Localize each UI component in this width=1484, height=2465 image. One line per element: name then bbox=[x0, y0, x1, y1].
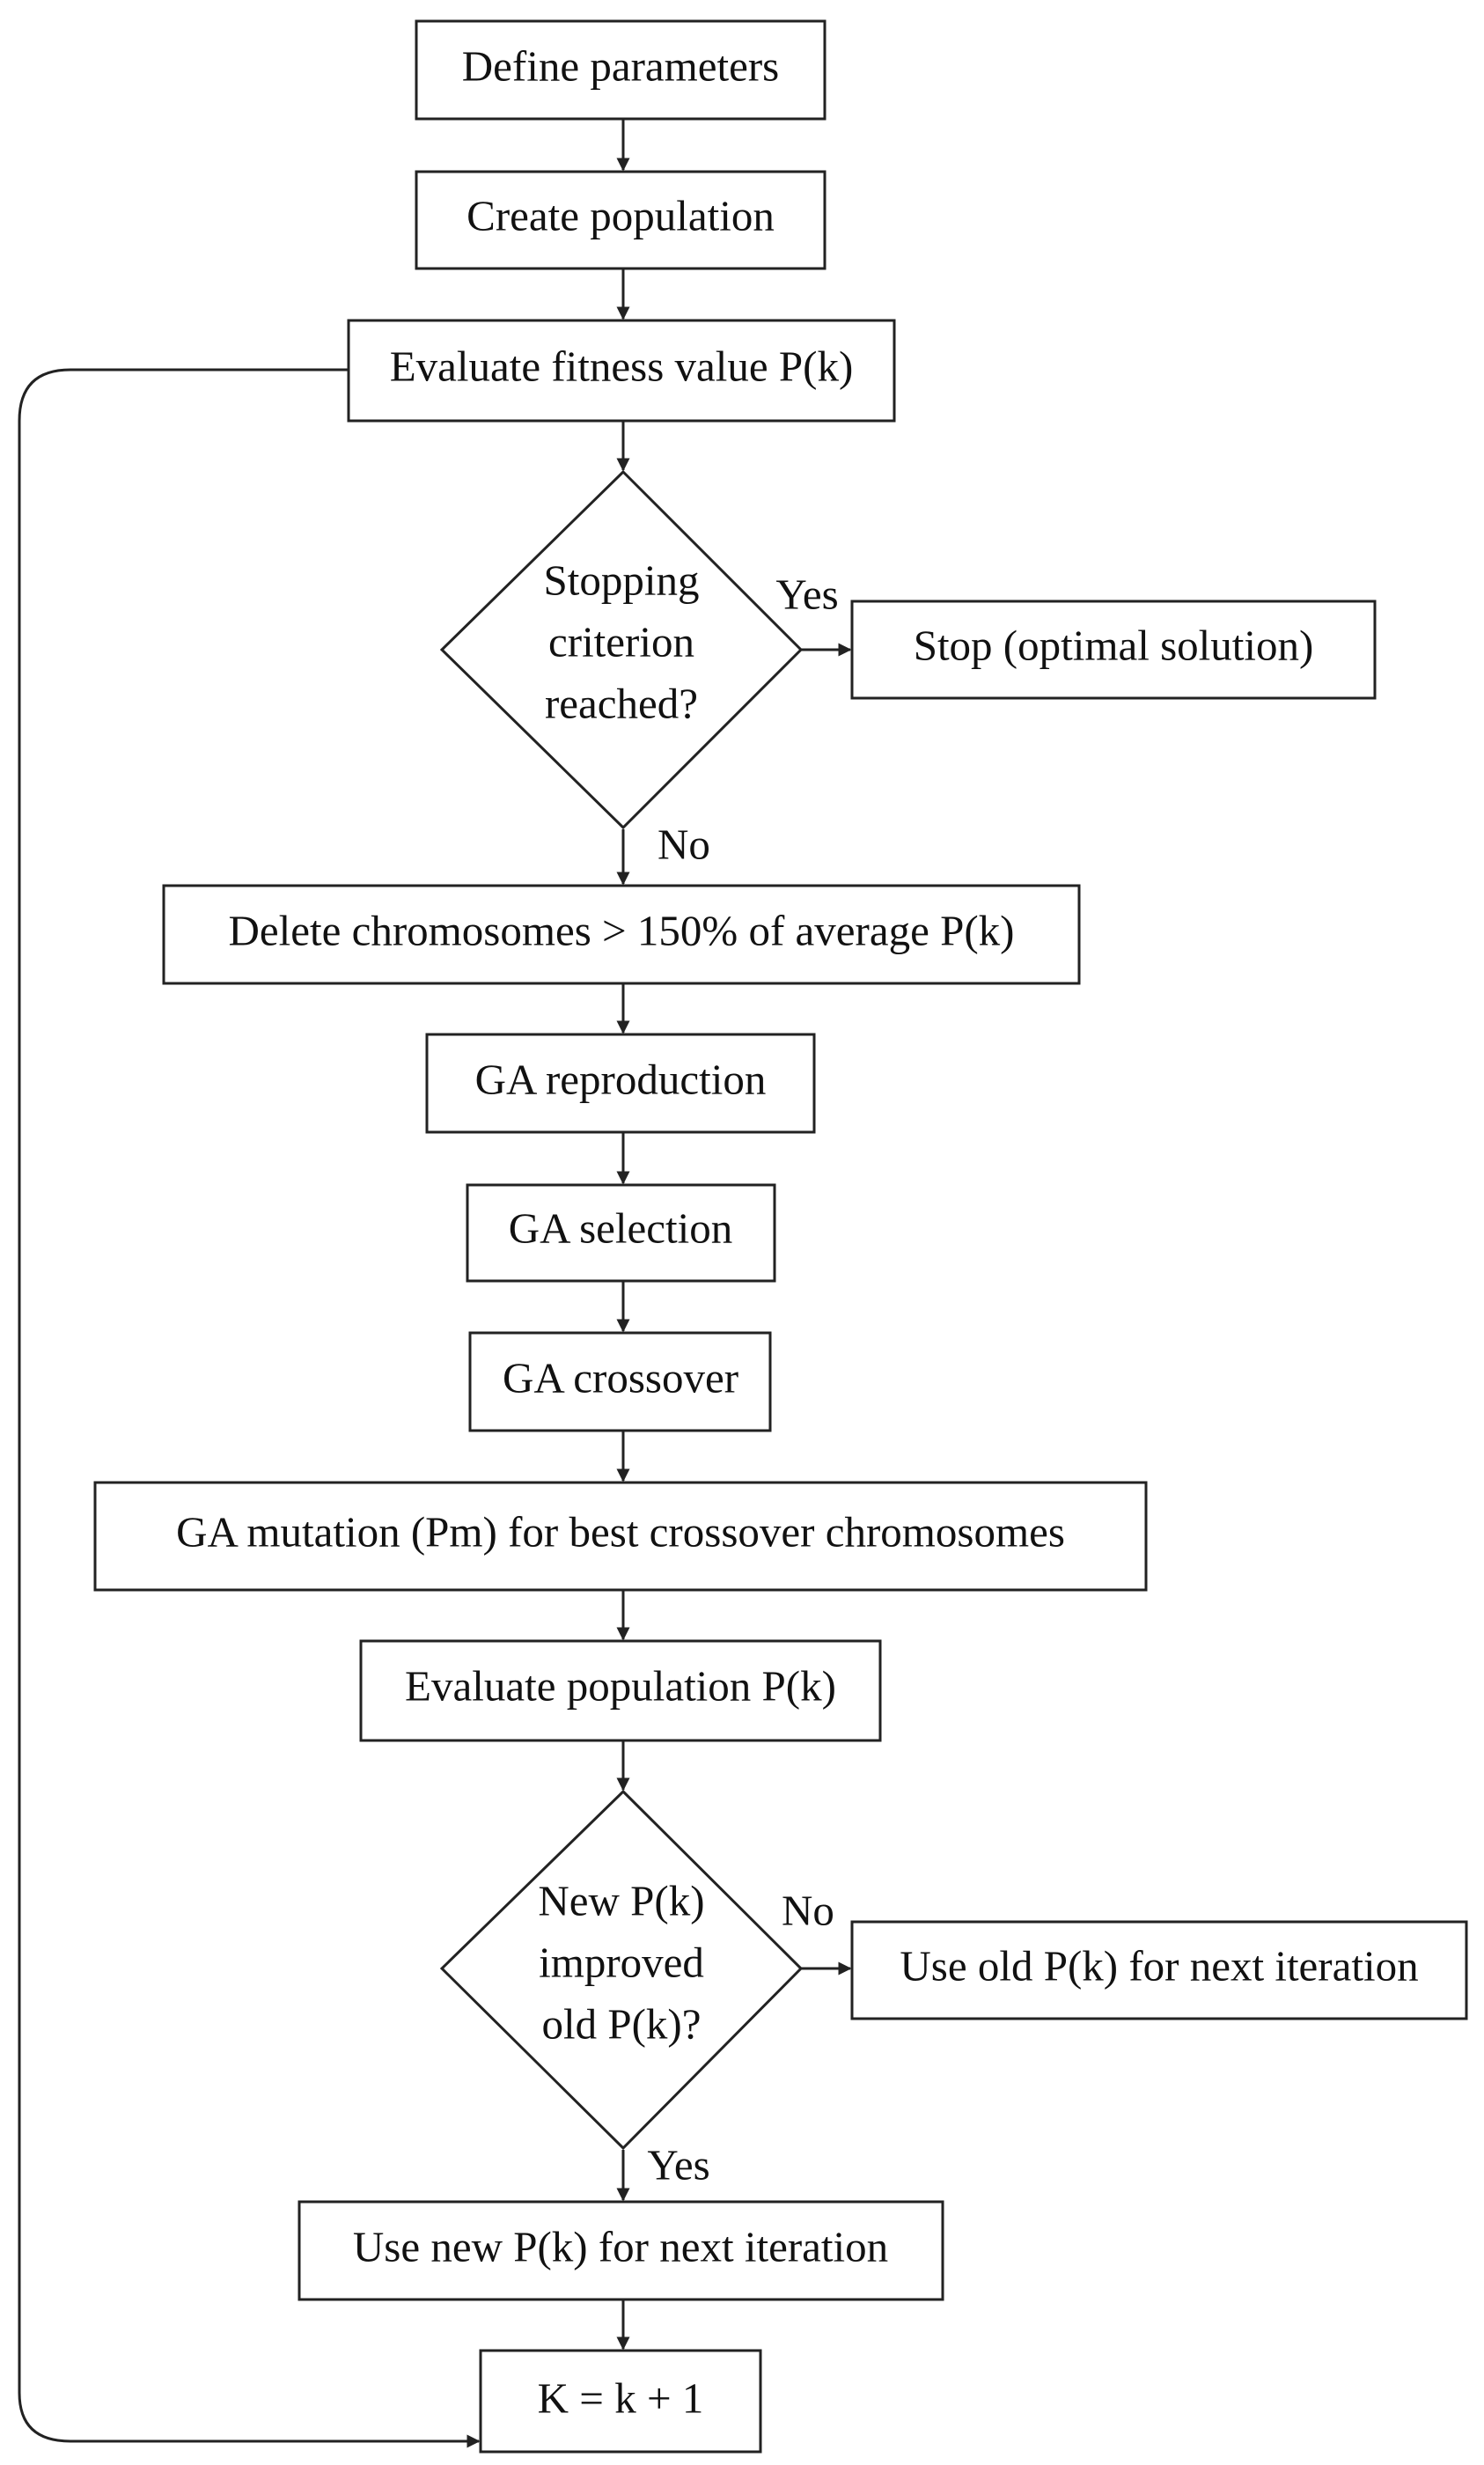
improved-check-line-3: old P(k)? bbox=[542, 1999, 702, 2048]
node-improved-check: New P(k) improved old P(k)? bbox=[439, 1789, 804, 2151]
stopping-criterion-line-2: criterion bbox=[548, 617, 694, 666]
improved-check-line-1: New P(k) bbox=[538, 1876, 704, 1924]
use-new-label: Use new P(k) for next iteration bbox=[353, 2222, 888, 2270]
improved-no-label: No bbox=[782, 1886, 834, 1934]
create-population-label: Create population bbox=[467, 191, 775, 239]
connectors bbox=[18, 119, 852, 2448]
node-ga-selection: GA selection bbox=[466, 1183, 776, 1283]
stopping-criterion-line-1: Stopping bbox=[544, 556, 700, 604]
ga-reproduction-label: GA reproduction bbox=[475, 1055, 767, 1103]
ga-selection-label: GA selection bbox=[509, 1203, 732, 1252]
ga-crossover-label: GA crossover bbox=[503, 1353, 738, 1402]
node-use-new: Use new P(k) for next iteration bbox=[298, 2200, 944, 2301]
stopping-yes-label: Yes bbox=[775, 570, 838, 618]
node-create-population: Create population bbox=[415, 170, 826, 270]
increment-label: K = k + 1 bbox=[538, 2373, 704, 2422]
feedback-loop-arrow bbox=[18, 368, 481, 2448]
node-ga-mutation: GA mutation (Pm) for best crossover chro… bbox=[93, 1481, 1148, 1592]
stop-label: Stop (optimal solution) bbox=[914, 621, 1314, 669]
ga-mutation-label: GA mutation (Pm) for best crossover chro… bbox=[176, 1507, 1065, 1556]
node-ga-reproduction: GA reproduction bbox=[425, 1033, 816, 1134]
stopping-criterion-line-3: reached? bbox=[545, 679, 698, 727]
node-increment: K = k + 1 bbox=[479, 2349, 762, 2454]
define-parameters-label: Define parameters bbox=[462, 41, 780, 90]
improved-yes-label: Yes bbox=[647, 2140, 709, 2189]
node-stop: Stop (optimal solution) bbox=[850, 600, 1377, 700]
node-evaluate-fitness: Evaluate fitness value P(k) bbox=[347, 319, 896, 423]
improved-check-line-2: improved bbox=[539, 1938, 704, 1986]
node-delete-chromosomes: Delete chromosomes > 150% of average P(k… bbox=[162, 884, 1081, 985]
node-ga-crossover: GA crossover bbox=[468, 1331, 772, 1432]
delete-chromosomes-label: Delete chromosomes > 150% of average P(k… bbox=[228, 906, 1014, 954]
node-use-old: Use old P(k) for next iteration bbox=[850, 1920, 1468, 2020]
node-evaluate-population: Evaluate population P(k) bbox=[359, 1639, 882, 1742]
evaluate-population-label: Evaluate population P(k) bbox=[405, 1661, 836, 1710]
use-old-label: Use old P(k) for next iteration bbox=[900, 1941, 1418, 1990]
node-stopping-criterion: Stopping criterion reached? bbox=[439, 469, 804, 830]
evaluate-fitness-label: Evaluate fitness value P(k) bbox=[390, 342, 854, 390]
node-define-parameters: Define parameters bbox=[415, 19, 826, 121]
stopping-no-label: No bbox=[658, 820, 710, 868]
